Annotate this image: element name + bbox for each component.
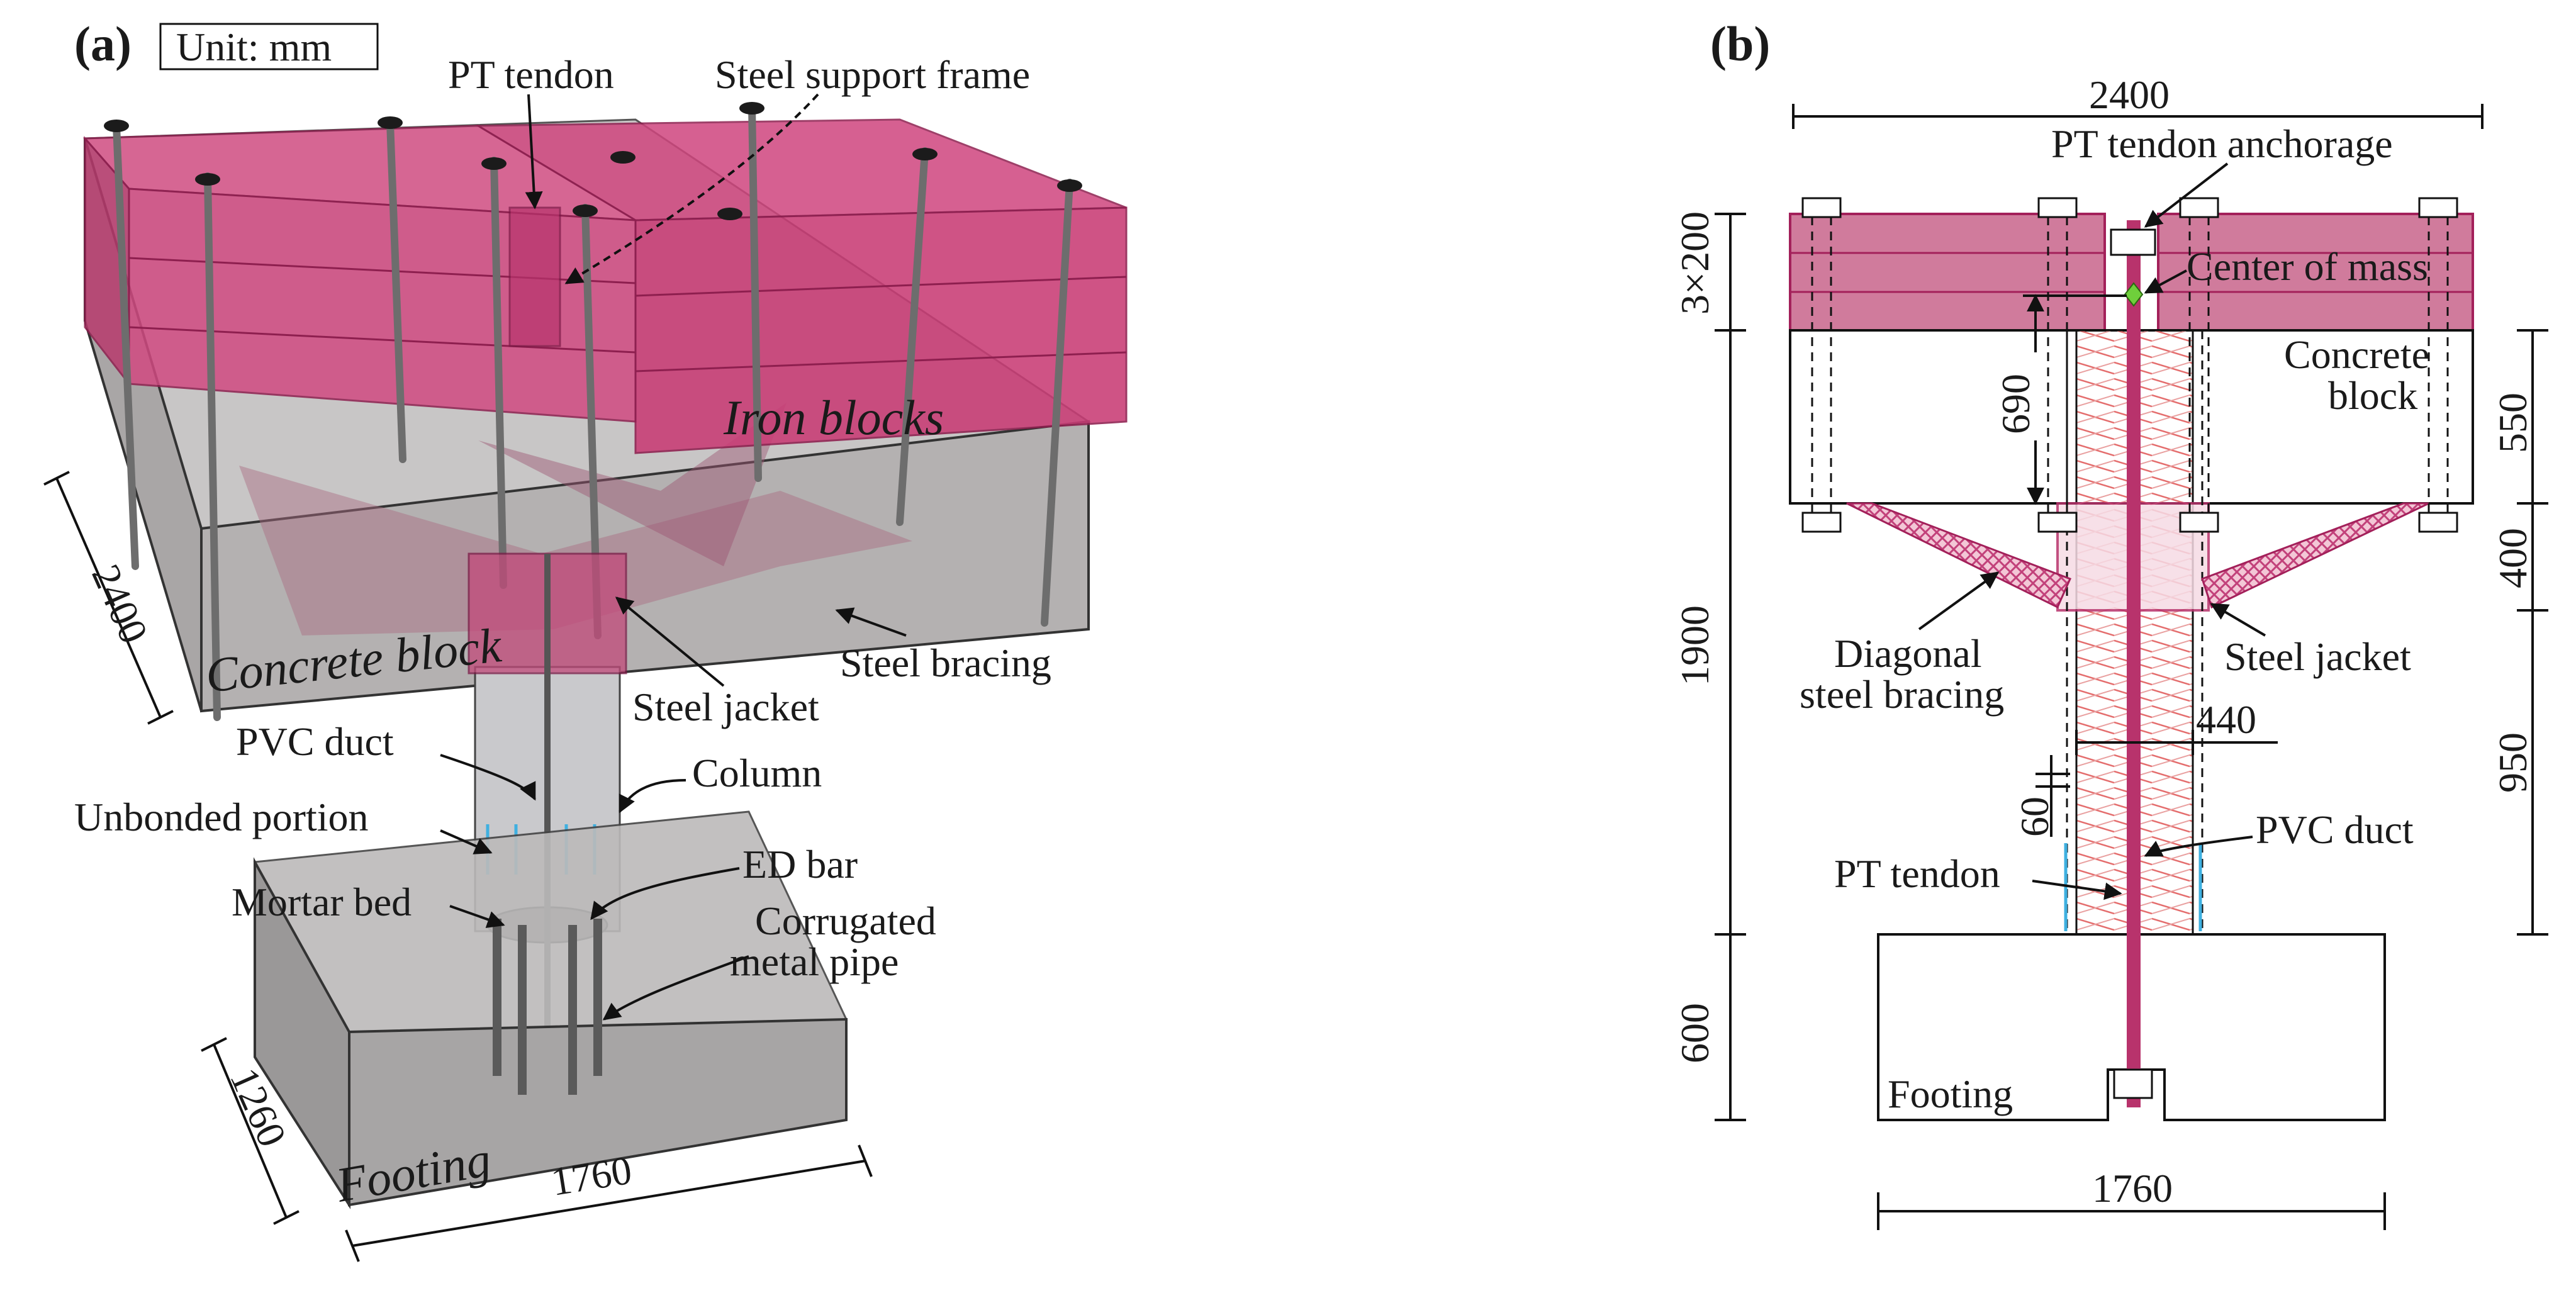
arrow-center-of-mass: [2144, 269, 2187, 294]
label-pt-tendon-b: PT tendon: [1834, 851, 2000, 896]
footing-3d: [253, 810, 848, 1209]
dim-label-400: 400: [2490, 528, 2535, 588]
label-center-of-mass: Center of mass: [2187, 244, 2428, 289]
label-diag-1: Diagonal: [1834, 631, 1982, 676]
arrow-pt-tendon-a: [525, 94, 543, 210]
arrow-pvc-duct-a: [440, 754, 536, 801]
label-steel-support-frame: Steel support frame: [715, 52, 1030, 97]
arrow-steel-jacket-b: [2210, 603, 2266, 637]
pt-tendon-elev: [2127, 220, 2141, 1107]
center-of-mass-marker: [2124, 282, 2144, 307]
label-pt-tendon-a: PT tendon: [448, 52, 614, 97]
rods-elev: [1811, 201, 2449, 532]
label-corrugated-2: metal pipe: [730, 939, 899, 984]
label-steel-bracing: Steel bracing: [840, 641, 1051, 685]
label-ed-bar: ED bar: [742, 842, 858, 887]
label-diag-2: steel bracing: [1800, 672, 2004, 717]
label-iron-blocks: Iron blocks: [723, 390, 944, 445]
dim-gap: 60: [2012, 755, 2070, 837]
anchorage-bottom: [2113, 1068, 2153, 1099]
unit-box: [159, 23, 379, 70]
dim-right-stack: 550 400 950: [2490, 329, 2548, 936]
dim-top-width: 2400: [1792, 72, 2484, 129]
anchorage-top: [2110, 228, 2156, 256]
label-footing-b: Footing: [1888, 1072, 2013, 1116]
panel-b-tag: (b): [1710, 16, 1770, 71]
arrow-steel-jacket-a: [615, 596, 725, 687]
dim-label-2400-a: 2400: [83, 558, 157, 650]
label-mortar-bed: Mortar bed: [232, 880, 412, 924]
dim-label-iron-height: 3×200: [1672, 211, 1717, 315]
dim-column-width: 440: [2075, 697, 2278, 755]
arrow-pt-tendon-b: [2032, 880, 2122, 900]
arrow-steel-support-frame: [564, 93, 819, 284]
label-corrugated-1: Corrugated: [755, 899, 936, 943]
rod-nuts: [104, 102, 1082, 220]
dim-label-1900: 1900: [1672, 605, 1717, 686]
panel-a: (a) Unit: mm: [43, 16, 1128, 1262]
label-pt-anchorage: PT tendon anchorage: [2051, 121, 2393, 166]
diagonal-bracing-right: [2201, 502, 2429, 609]
dim-cm-height: 690: [1993, 294, 2127, 505]
panel-a-tag: (a): [74, 16, 132, 71]
arrow-anchorage: [2144, 162, 2229, 228]
label-pvc-duct-b: PVC duct: [2256, 807, 2414, 852]
label-unbonded-portion: Unbonded portion: [74, 795, 369, 839]
dim-label-440: 440: [2196, 697, 2256, 742]
panel-b: (b) 2400: [1672, 16, 2548, 1230]
arrow-column: [619, 779, 686, 814]
dim-label-1760-b: 1760: [2092, 1166, 2173, 1211]
dim-label-2400-b: 2400: [2089, 72, 2170, 117]
label-column: Column: [692, 751, 822, 795]
diagonal-bracing-left: [1846, 502, 2072, 609]
dim-label-690: 690: [1993, 374, 2038, 434]
iron-blocks-elev: [1789, 213, 2474, 332]
dim-left-stack: 3×200 1900 600: [1672, 211, 1746, 1121]
label-steel-jacket-a: Steel jacket: [632, 685, 819, 729]
label-concrete-2: block: [2328, 373, 2417, 418]
arrow-unbonded-portion: [440, 829, 493, 854]
unit-label: Unit: mm: [176, 25, 332, 69]
arrow-corrugated-pipe: [602, 955, 749, 1021]
dim-label-950: 950: [2490, 732, 2535, 793]
label-steel-jacket-b: Steel jacket: [2224, 634, 2411, 679]
label-pvc-duct-a: PVC duct: [236, 719, 394, 764]
arrow-pvc-duct-b: [2144, 836, 2253, 857]
dim-label-550: 550: [2490, 393, 2535, 453]
dim-label-600: 600: [1672, 1003, 1717, 1063]
dim-footing-width-b: 1760: [1877, 1166, 2386, 1230]
arrow-steel-bracing: [835, 607, 907, 637]
label-concrete-1: Concrete: [2284, 332, 2429, 377]
arrow-ed-bar: [590, 867, 740, 921]
dim-label-60: 60: [2012, 797, 2057, 837]
rod-nuts-elev: [1801, 197, 2458, 533]
arrow-diag-bracing: [1918, 571, 2000, 630]
arrow-mortar-bed: [449, 905, 505, 928]
